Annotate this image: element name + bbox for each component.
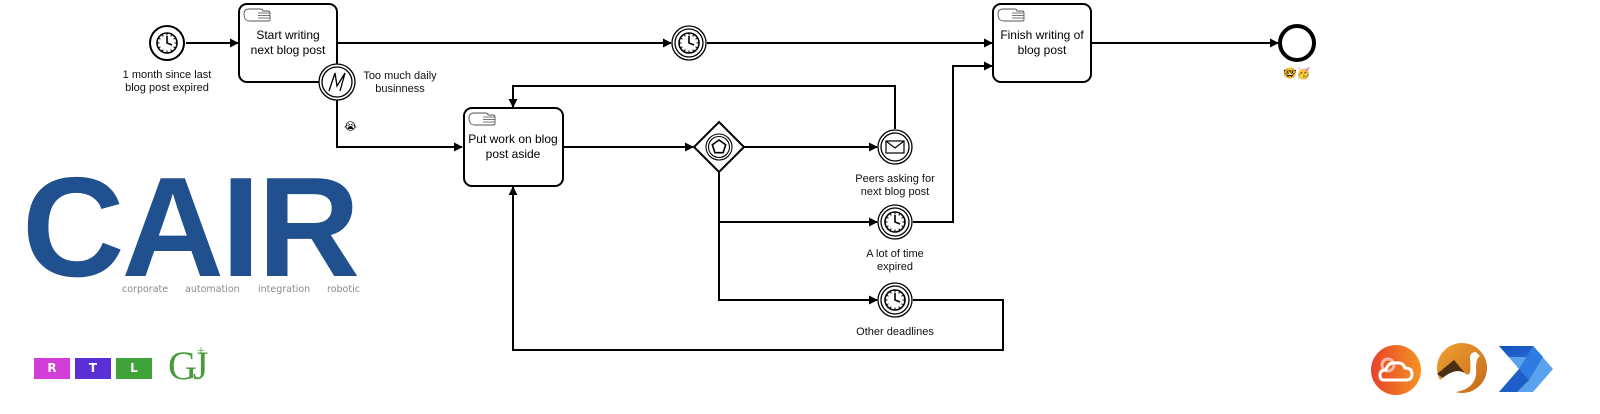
cloud-gear-logo bbox=[1371, 345, 1421, 395]
gear-icon bbox=[1380, 357, 1396, 373]
cair-subtitle-automation: automation bbox=[185, 284, 240, 295]
start-event-label-line2: blog post expired bbox=[125, 82, 209, 94]
end-event[interactable] bbox=[1278, 24, 1316, 62]
manual-task-hand-icon bbox=[243, 8, 271, 22]
rtl-logo-r: R bbox=[34, 358, 70, 379]
task-finish-writing-line2: blog post bbox=[1018, 43, 1067, 57]
manual-task-hand-icon bbox=[997, 8, 1025, 22]
intermediate-timer-event-top[interactable] bbox=[671, 25, 707, 61]
task-start-writing[interactable]: Start writing next blog post bbox=[238, 3, 338, 83]
power-automate-logo bbox=[1499, 346, 1553, 392]
timer-catch-event-time-expired[interactable] bbox=[877, 204, 913, 240]
cair-subtitle-robotic: robotic bbox=[327, 284, 360, 295]
rtl-logo-t: T bbox=[75, 358, 111, 379]
end-event-icon bbox=[1278, 24, 1316, 62]
flow-peers-to-put-aside bbox=[508, 85, 896, 129]
end-event-emojis: 🤓🥳 bbox=[1283, 67, 1311, 80]
cair-subtitle-corporate: corporate bbox=[122, 284, 169, 295]
task-finish-writing[interactable]: Finish writing of blog post bbox=[992, 3, 1092, 83]
boundary-event-escalation[interactable] bbox=[318, 63, 356, 101]
camel-logo bbox=[1437, 343, 1487, 393]
flow-gateway-to-time-expired bbox=[718, 172, 878, 227]
task-put-aside-line1: Put work on blog bbox=[468, 132, 557, 146]
flow-escalation-to-put-aside bbox=[336, 100, 463, 152]
timer-icon bbox=[156, 32, 178, 54]
timer-icon bbox=[678, 32, 700, 54]
flow-gateway-to-other-deadlines bbox=[718, 222, 878, 305]
escalation-icon bbox=[328, 72, 346, 92]
flow-other-deadlines-to-put-aside bbox=[508, 186, 1004, 351]
cloud-icon bbox=[1378, 361, 1414, 382]
boundary-event-label-line2: businness bbox=[375, 83, 425, 95]
other-deadlines-label: Other deadlines bbox=[856, 326, 934, 338]
cair-logo: CAIR bbox=[22, 148, 360, 307]
task-start-writing-line1: Start writing bbox=[256, 28, 319, 42]
cair-subtitle-integration: integration bbox=[258, 284, 311, 295]
envelope-icon bbox=[885, 140, 905, 154]
task-start-writing-line2: next blog post bbox=[251, 43, 326, 57]
pentagon-icon bbox=[711, 139, 727, 154]
start-event-timer[interactable] bbox=[149, 25, 185, 61]
start-event-label-line1: 1 month since last bbox=[123, 69, 212, 81]
task-put-aside-line2: post aside bbox=[486, 147, 541, 161]
timer-icon bbox=[884, 211, 906, 233]
flow-time-expired-to-finish bbox=[913, 61, 993, 223]
peers-event-label-line1: Peers asking for bbox=[855, 173, 935, 185]
time-expired-label-line2: expired bbox=[877, 261, 913, 273]
timer-icon bbox=[884, 289, 906, 311]
crying-emoji: 😭 bbox=[344, 120, 357, 133]
message-catch-event-peers[interactable] bbox=[877, 129, 913, 165]
task-finish-writing-line1: Finish writing of bbox=[1000, 28, 1084, 42]
boundary-event-label-line1: Too much daily bbox=[363, 70, 437, 82]
timer-catch-event-other-deadlines[interactable] bbox=[877, 282, 913, 318]
rtl-logo-l: L bbox=[116, 358, 152, 379]
task-put-aside[interactable]: Put work on blog post aside bbox=[463, 107, 564, 187]
gj-logo-plus: + bbox=[197, 344, 205, 359]
peers-event-label-line2: next blog post bbox=[861, 186, 930, 198]
manual-task-hand-icon bbox=[468, 112, 496, 126]
time-expired-label-line1: A lot of time bbox=[866, 248, 923, 260]
gj-logo: GJ bbox=[168, 343, 209, 388]
event-based-gateway[interactable] bbox=[692, 120, 746, 174]
